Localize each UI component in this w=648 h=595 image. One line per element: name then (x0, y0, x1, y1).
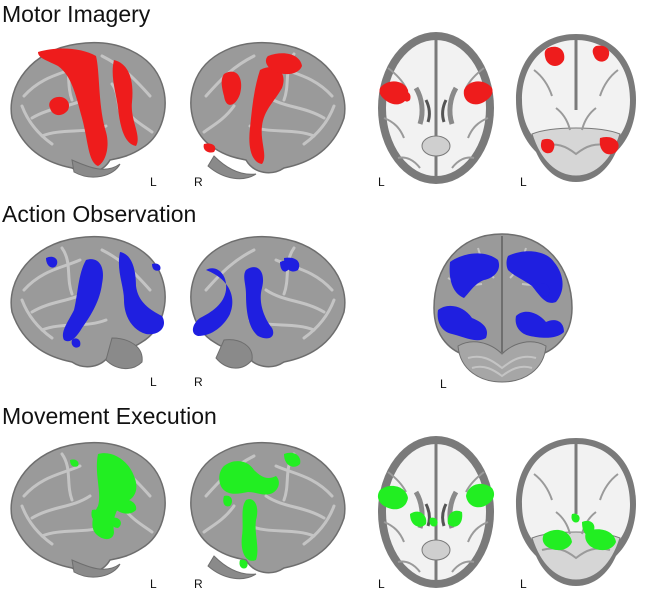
coronal-slice-movement-execution (516, 438, 636, 586)
side-label-left: L (150, 175, 157, 189)
brain-right-lateral-movement-execution (190, 442, 346, 580)
row-title-movement-execution: Movement Execution (2, 403, 217, 429)
side-label-right: R (194, 375, 203, 389)
side-label-left: L (440, 377, 447, 391)
activation-blobs (46, 252, 165, 348)
row-title-action-observation: Action Observation (2, 201, 197, 227)
brain-left-lateral-movement-execution (10, 442, 166, 578)
activation-blobs (379, 81, 493, 105)
brain-slice (516, 438, 636, 586)
axial-slice-motor-imagery (378, 32, 494, 184)
brain-left-lateral-action-observation (10, 236, 166, 369)
activation-blobs (377, 483, 495, 527)
side-label-left: L (520, 577, 527, 591)
side-label-right: R (194, 175, 203, 189)
brain-surface (10, 442, 166, 578)
activation-blobs (540, 45, 619, 155)
activation-blobs (203, 53, 302, 164)
side-label-left: L (378, 577, 385, 591)
brain-slice (378, 436, 494, 588)
activation-blobs (437, 251, 564, 341)
brain-posterior-action-observation (433, 233, 573, 383)
side-label-left: L (150, 577, 157, 591)
coronal-slice-motor-imagery (516, 34, 636, 182)
brain-slice (516, 34, 636, 182)
brain-right-lateral-action-observation (190, 236, 346, 369)
row-title-motor-imagery: Motor Imagery (2, 1, 151, 27)
axial-slice-movement-execution (377, 436, 495, 588)
brain-surface (190, 236, 346, 369)
brain-slice (378, 32, 494, 184)
activation-blobs (192, 257, 300, 339)
side-label-right: R (194, 577, 203, 591)
activation-blobs (38, 48, 138, 166)
brain-surface (190, 442, 346, 580)
side-label-left: L (378, 175, 385, 189)
brain-left-lateral-motor-imagery (10, 42, 166, 178)
activation-blobs (542, 513, 616, 551)
activation-blobs (219, 452, 301, 569)
activation-blobs (70, 453, 137, 540)
side-label-left: L (520, 175, 527, 189)
brain-right-lateral-motor-imagery (190, 42, 346, 180)
side-label-left: L (150, 375, 157, 389)
